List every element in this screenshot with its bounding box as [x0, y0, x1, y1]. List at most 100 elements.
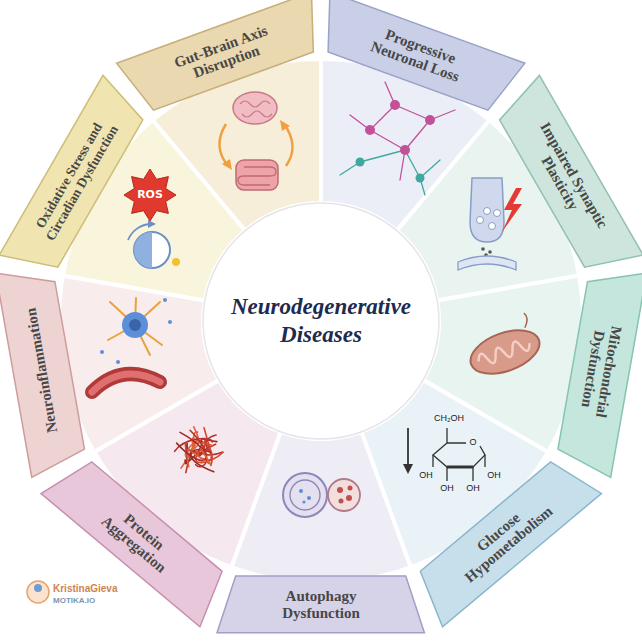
watermark: KristinaGieva: [53, 584, 117, 595]
blood-vessel: [92, 374, 160, 392]
band-outline: [490, 75, 642, 283]
cycle-arrow-head: [148, 220, 156, 228]
axis-arrow: [219, 124, 228, 166]
band-outline: [41, 450, 236, 627]
protein-fibril: [177, 432, 206, 460]
inner-sector: [59, 276, 219, 452]
oxidative-icon: [124, 169, 180, 268]
band-outline: [0, 75, 152, 283]
vesicle: [484, 208, 491, 215]
axis-arrow-head: [280, 120, 290, 131]
diagram-title: Neurodegenerative Diseases: [216, 293, 426, 348]
band-outline: [117, 0, 331, 117]
neuron-body: [400, 145, 410, 155]
neuron-body: [356, 158, 365, 167]
axis-arrow: [284, 124, 293, 166]
down-arrow: [407, 428, 409, 466]
enzyme: [348, 486, 353, 491]
hydroxyl-group: OH: [465, 484, 481, 493]
cytokine: [163, 298, 167, 302]
neurite: [340, 150, 440, 195]
enzyme: [337, 487, 343, 493]
label-band: Progressive Neuronal Loss: [310, 0, 527, 118]
protein-fibril: [206, 435, 216, 453]
ring-oxygen: O: [468, 438, 477, 447]
neuron-network: [340, 82, 455, 195]
glucose-bonds: [433, 428, 485, 481]
label-band: Gut-Brain Axis Disruption: [116, 0, 333, 118]
mitochondrion-tail: [520, 313, 530, 328]
vesicle: [494, 210, 501, 217]
mitochondrion-icon: [461, 311, 545, 382]
night-half: [134, 232, 152, 268]
vesicle: [489, 223, 496, 230]
gut-brain-icon: [219, 92, 292, 190]
neurite: [350, 82, 455, 180]
band-outline: [217, 576, 424, 633]
brain-folds: [240, 101, 272, 117]
band-label: Autophagy Dysfunction: [263, 588, 378, 622]
label-band: Glucose Hypometabolism: [404, 448, 602, 628]
enzyme: [346, 495, 352, 501]
cytokine: [116, 360, 120, 364]
synapse-icon: [458, 178, 522, 270]
neuron-body: [365, 125, 375, 135]
vesicle: [477, 217, 484, 224]
postsynaptic-membrane: [458, 256, 516, 270]
blood-vessel-lumen: [92, 374, 160, 392]
neuroinflammation-icon: [92, 298, 172, 392]
brain: [233, 92, 277, 124]
label-band: Oxidative Stress and Circadian Dysfuncti…: [0, 74, 153, 285]
logo-circle: [27, 581, 49, 603]
cycle-arrow: [128, 224, 150, 240]
ros-burst: [124, 169, 176, 221]
label-band: Neuroinflammation: [0, 262, 89, 478]
gut: [236, 160, 278, 190]
microglia-nucleus: [129, 319, 141, 331]
protein-fibril: [192, 449, 210, 464]
cargo: [302, 500, 305, 503]
label-band: Impaired Synaptic Plasticity: [489, 74, 642, 285]
neuron-body: [425, 115, 435, 125]
lysosome: [328, 479, 360, 511]
neurotransmitter: [481, 247, 485, 251]
mitochondrion-outline: [465, 322, 546, 382]
band-outline: [0, 263, 88, 477]
cytokine: [100, 350, 104, 354]
autophagosome-inner: [290, 480, 320, 510]
label-band: Mitochondrial Dysfunction: [553, 262, 642, 478]
enzyme: [339, 499, 344, 504]
glucose-ring-front: [447, 466, 473, 469]
microglia-process: [108, 298, 162, 355]
neuron-body: [416, 174, 425, 183]
lightning-bolt: [502, 188, 522, 232]
cargo: [299, 489, 303, 493]
hydroxyl-group: OH: [486, 471, 502, 480]
microglia-body: [122, 312, 148, 338]
hydroxyl-group: OH: [418, 471, 434, 480]
chemical-group: CH₂OH: [433, 414, 465, 423]
autophagosome: [283, 473, 327, 517]
band-outline: [406, 450, 601, 627]
neurotransmitter: [488, 250, 492, 254]
label-band: Autophagy Dysfunction: [216, 575, 425, 634]
intestine: [238, 167, 276, 185]
sun-dot: [172, 258, 180, 266]
neuron-body: [390, 100, 400, 110]
logo-dot: [34, 584, 42, 592]
band-outline: [311, 0, 525, 117]
hydroxyl-group: OH: [439, 484, 455, 493]
ros-label: ROS: [137, 189, 163, 201]
axis-arrow-head: [222, 159, 232, 170]
center-circle: [203, 203, 439, 439]
protein-tangle: [175, 427, 223, 473]
band-outline: [554, 263, 642, 477]
autophagy-icon: [283, 473, 360, 517]
cargo: [307, 496, 311, 500]
circadian-clock: [134, 232, 170, 268]
cristae: [476, 337, 531, 368]
glucose-formula: [403, 428, 485, 481]
watermark-logo: [27, 581, 49, 603]
presynaptic-terminal: [470, 178, 504, 242]
